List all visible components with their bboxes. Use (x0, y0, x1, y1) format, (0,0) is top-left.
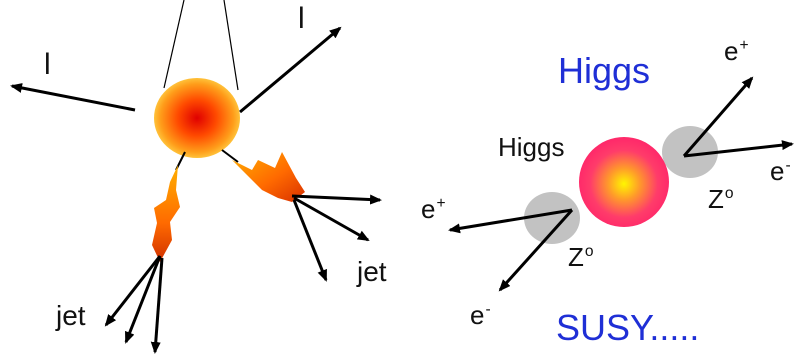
jet-track (292, 199, 328, 282)
jet-track (291, 194, 382, 205)
e-sup: + (436, 195, 446, 213)
jet-track (104, 255, 162, 327)
jet-label-right: jet (357, 256, 387, 287)
electron-arrow-bottom (498, 208, 574, 292)
electron-label-top: e+ (724, 38, 749, 64)
z-blob-lower (524, 192, 580, 244)
z-label-upper: Zo (708, 186, 734, 212)
e-sup: + (739, 37, 749, 55)
jet-track (150, 257, 164, 354)
jet-connector-right (221, 149, 239, 163)
electron-arrow-top (682, 76, 754, 157)
susy-footer: SUSY..... (556, 307, 700, 348)
electron-label-left: e+ (421, 196, 446, 222)
e-sup: - (485, 301, 491, 319)
e-base: e (770, 156, 785, 186)
e-base: e (470, 300, 485, 330)
lepton-label-left: l (44, 48, 51, 81)
e-base: e (724, 36, 739, 66)
right-event (448, 76, 794, 292)
higgs-title: Higgs (558, 50, 651, 91)
z-base: Z (568, 242, 584, 272)
z-sup: o (724, 185, 734, 203)
z-base: Z (708, 184, 724, 214)
z-blob-upper (662, 126, 718, 178)
higgs-label: Higgs (498, 132, 565, 162)
e-sup: - (785, 157, 791, 175)
beam-line-right (223, 0, 239, 91)
higgs-blob (579, 137, 669, 227)
e-base: e (421, 194, 436, 224)
flame-icon (232, 152, 305, 202)
flame-icon (152, 165, 180, 262)
z-sup: o (584, 243, 594, 261)
jet-track (293, 196, 370, 242)
beam-line-left (163, 0, 185, 89)
electron-arrow-left (448, 208, 573, 234)
jet-label-bottom: jet (56, 300, 86, 331)
collision-blob-left (154, 78, 240, 158)
lepton-label-right: l (298, 2, 305, 35)
jet-track (124, 255, 162, 344)
lepton-arrow-left (10, 83, 136, 112)
electron-label-right: e- (770, 158, 791, 184)
lepton-arrow-right (239, 26, 342, 114)
electron-label-bottom: e- (470, 302, 491, 328)
z-label-lower: Zo (568, 244, 594, 270)
left-event (10, 0, 382, 354)
electron-arrow-right (683, 140, 794, 158)
